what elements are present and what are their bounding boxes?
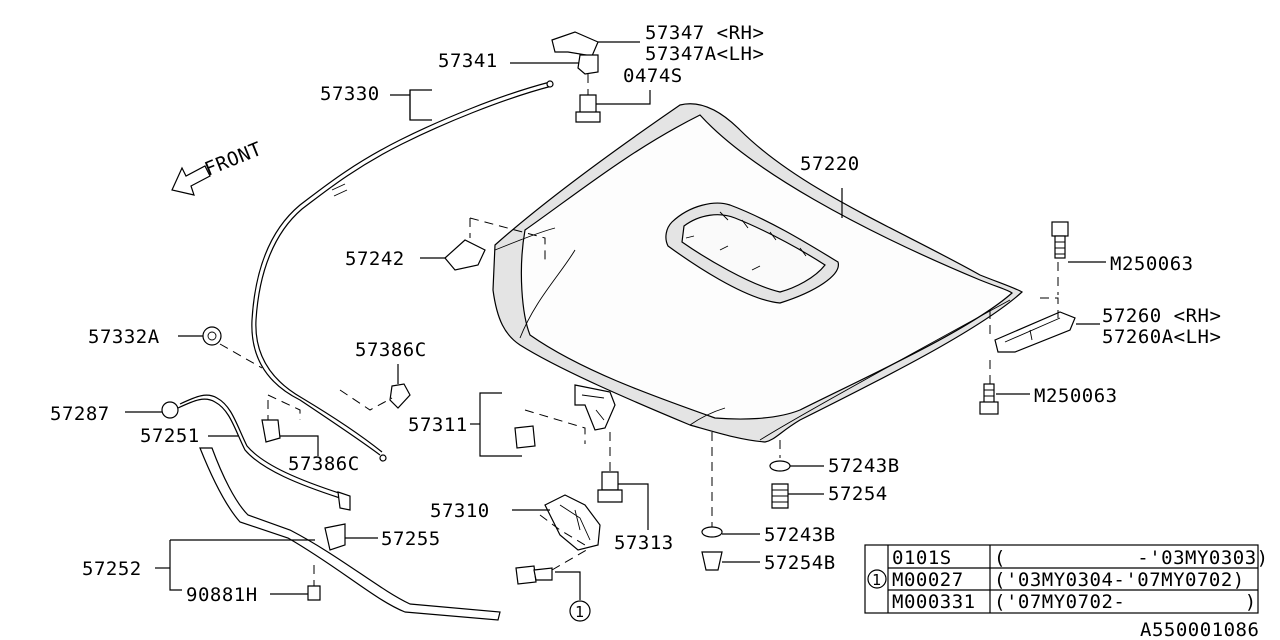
hood-panel: [492, 103, 1024, 443]
label-57386c-bottom: 57386C: [288, 453, 360, 475]
front-label: FRONT: [202, 138, 266, 181]
hood-hinge: [979, 221, 1106, 415]
table-row-3-part: M000331: [892, 591, 976, 613]
grommet-57332a: [178, 326, 263, 369]
table-row-2-range: ('03MY0304-'07MY0702): [994, 569, 1245, 591]
label-57254b: 57254B: [764, 552, 836, 574]
hood-seal-57252: [155, 447, 501, 621]
label-m250063-bottom: M250063: [1034, 385, 1118, 407]
label-90881h: 90881H: [186, 584, 258, 606]
label-57243b-bottom: 57243B: [764, 524, 836, 546]
hood-bracket-57242: [420, 217, 546, 271]
label-57220: 57220: [800, 153, 860, 175]
release-cable: [251, 62, 590, 462]
label-57386c-top: 57386C: [355, 339, 427, 361]
label-57311: 57311: [408, 414, 468, 436]
applicability-table: 1 0101S ( -'03MY0303) M00027 ('03MY0304-…: [864, 544, 1269, 614]
label-57330: 57330: [320, 83, 380, 105]
hood-latch-top: [551, 31, 651, 123]
part-labels: 57347 <RH> 57347A<LH> 57341 57330 0474S …: [50, 22, 1221, 606]
label-57243b-top: 57243B: [828, 455, 900, 477]
front-direction-arrow: FRONT: [171, 138, 266, 196]
callout-marker: 1: [575, 603, 585, 621]
label-57255: 57255: [381, 528, 441, 550]
label-57242: 57242: [345, 248, 405, 270]
table-callout: 1: [872, 571, 882, 589]
diagram-id: A550001086: [1140, 619, 1259, 640]
label-57254: 57254: [828, 483, 888, 505]
striker-assembly: [470, 384, 649, 530]
label-57287: 57287: [50, 403, 110, 425]
lock-cable-57251: [125, 394, 378, 551]
table-row-1-range: ( -'03MY0303): [994, 547, 1269, 569]
label-57260a: 57260A<LH>: [1102, 326, 1221, 348]
label-57347a: 57347A<LH>: [645, 43, 764, 65]
label-m250063-top: M250063: [1110, 253, 1194, 275]
label-57310: 57310: [430, 500, 490, 522]
label-0474s: 0474S: [623, 65, 683, 87]
bumper-stops: [701, 432, 824, 571]
table-row-2-part: M00027: [892, 569, 964, 591]
label-57252: 57252: [82, 558, 142, 580]
cable-clip-57386c: [261, 364, 411, 456]
label-57260: 57260 <RH>: [1102, 305, 1221, 327]
label-57332a: 57332A: [88, 326, 160, 348]
hood-latch-57310: 1: [512, 494, 601, 622]
table-row-1-part: 0101S: [892, 547, 952, 569]
label-57313: 57313: [614, 532, 674, 554]
label-57341: 57341: [438, 50, 498, 72]
table-row-3-range: ('07MY0702- ): [994, 591, 1257, 613]
label-57347: 57347 <RH>: [645, 22, 764, 44]
label-57251: 57251: [140, 425, 200, 447]
